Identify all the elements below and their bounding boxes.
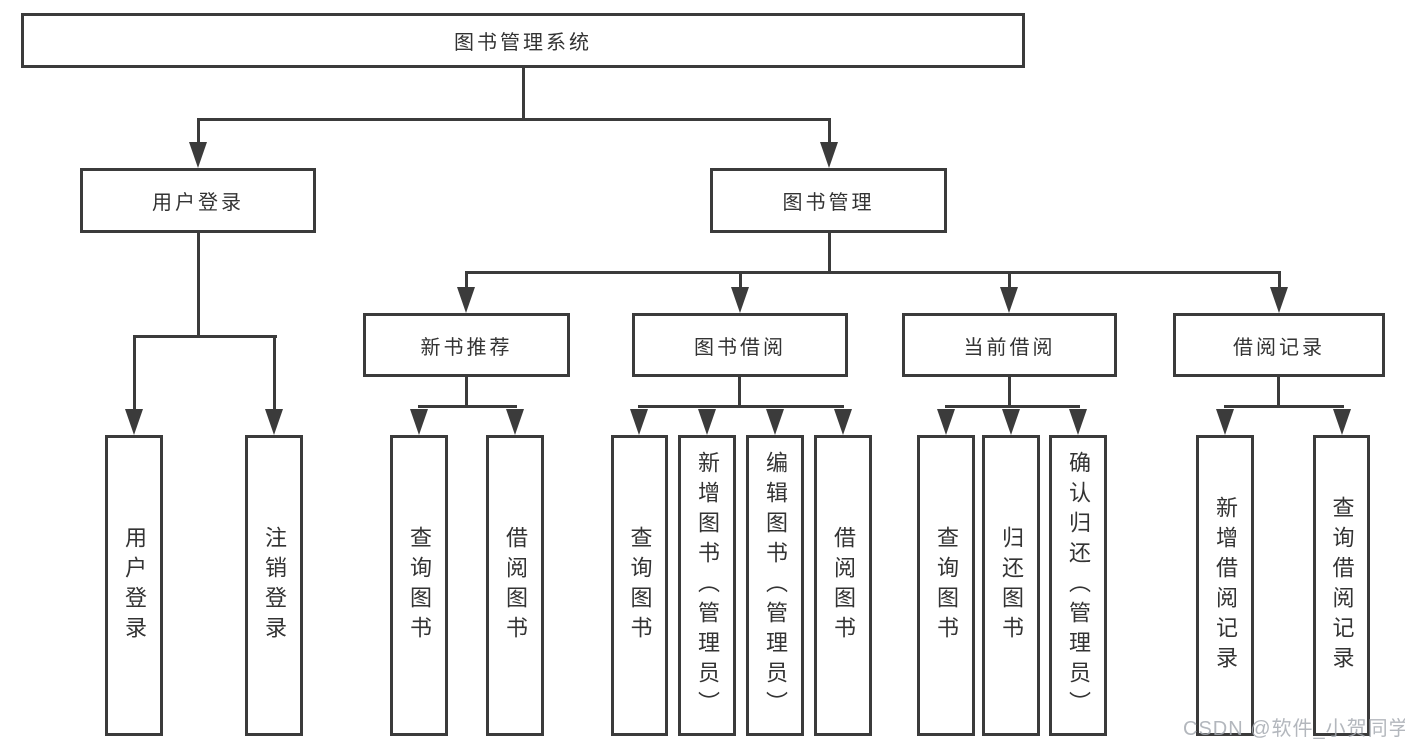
- edge-line: [197, 233, 200, 338]
- arrow-down: [1333, 409, 1351, 435]
- arrow-down: [1000, 287, 1018, 313]
- arrow-down: [506, 409, 524, 435]
- node-root-label: 图书管理系统: [454, 32, 592, 54]
- leaf-logout-label: 注销登录: [262, 525, 287, 646]
- arrow-down: [1270, 287, 1288, 313]
- leaf-confirm-return-admin: 确认归还（管理员）: [1049, 435, 1107, 736]
- leaf-query-books-label: 查询图书: [934, 525, 959, 646]
- arrow-down: [630, 409, 648, 435]
- arrow-down: [937, 409, 955, 435]
- leaf-query-books: 查询图书: [917, 435, 975, 736]
- edge-line: [465, 377, 468, 408]
- node-book-borrowing-label: 图书借阅: [694, 336, 786, 359]
- edge-line: [738, 377, 741, 408]
- arrow-down: [731, 287, 749, 313]
- edge-line: [465, 271, 468, 291]
- edge-line: [1277, 377, 1280, 408]
- arrow-down: [820, 142, 838, 168]
- node-user-login: 用户登录: [80, 168, 316, 233]
- leaf-query-books-label: 查询图书: [627, 525, 653, 646]
- leaf-return-books: 归还图书: [982, 435, 1040, 736]
- arrow-down: [1002, 409, 1020, 435]
- node-book-management-label: 图书管理: [782, 192, 875, 214]
- node-new-book-recommend: 新书推荐: [363, 313, 570, 377]
- edge-line: [133, 335, 136, 413]
- arrow-down: [1069, 409, 1087, 435]
- node-borrowing-records-label: 借阅记录: [1233, 336, 1325, 359]
- node-current-borrowing: 当前借阅: [902, 313, 1117, 377]
- edge-line: [739, 271, 742, 291]
- leaf-borrow-books-label: 借阅图书: [503, 525, 528, 646]
- node-borrowing-records: 借阅记录: [1173, 313, 1385, 377]
- leaf-borrow-books-label: 借阅图书: [831, 525, 856, 646]
- edge-line: [945, 405, 1080, 408]
- leaf-user-login-label: 用户登录: [122, 525, 147, 646]
- arrow-down: [1216, 409, 1234, 435]
- edge-line: [1008, 377, 1011, 408]
- leaf-add-borrow-record: 新增借阅记录: [1196, 435, 1254, 736]
- edge-line: [1224, 405, 1344, 408]
- arrow-down: [457, 287, 475, 313]
- node-user-login-label: 用户登录: [152, 192, 244, 214]
- edge-line: [418, 405, 517, 408]
- leaf-query-books: 查询图书: [390, 435, 448, 736]
- edge-line: [133, 335, 277, 338]
- node-new-book-recommend-label: 新书推荐: [420, 336, 513, 359]
- arrow-down: [698, 409, 716, 435]
- edge-line: [197, 118, 831, 121]
- leaf-add-books-admin: 新增图书（管理员）: [678, 435, 736, 736]
- leaf-query-books-label: 查询图书: [407, 525, 432, 646]
- edge-line: [638, 405, 844, 408]
- arrow-down: [125, 409, 143, 435]
- leaf-edit-books-admin-label: 编辑图书（管理员）: [763, 450, 788, 721]
- edge-line: [273, 335, 276, 413]
- leaf-query-borrow-record-label: 查询借阅记录: [1329, 495, 1355, 676]
- edge-line: [828, 118, 831, 146]
- leaf-return-books-label: 归还图书: [999, 525, 1024, 646]
- edge-line: [522, 68, 525, 120]
- leaf-logout: 注销登录: [245, 435, 303, 736]
- arrow-down: [265, 409, 283, 435]
- edge-line: [465, 271, 1281, 274]
- node-book-management: 图书管理: [710, 168, 947, 233]
- arrow-down: [834, 409, 852, 435]
- node-current-borrowing-label: 当前借阅: [963, 336, 1056, 359]
- edge-line: [197, 118, 200, 146]
- leaf-query-borrow-record: 查询借阅记录: [1313, 435, 1370, 736]
- arrow-down: [766, 409, 784, 435]
- edge-line: [1008, 271, 1011, 291]
- leaf-user-login: 用户登录: [105, 435, 163, 736]
- node-book-borrowing: 图书借阅: [632, 313, 848, 377]
- csdn-watermark: CSDN @软件_小贺同学: [1183, 718, 1405, 740]
- edge-line: [1278, 271, 1281, 291]
- leaf-query-books: 查询图书: [611, 435, 668, 736]
- arrow-down: [189, 142, 207, 168]
- leaf-add-books-admin-label: 新增图书（管理员）: [695, 450, 720, 721]
- leaf-add-borrow-record-label: 新增借阅记录: [1213, 495, 1238, 676]
- leaf-edit-books-admin: 编辑图书（管理员）: [746, 435, 804, 736]
- leaf-confirm-return-admin-label: 确认归还（管理员）: [1066, 450, 1091, 721]
- edge-line: [828, 233, 831, 274]
- leaf-borrow-books: 借阅图书: [486, 435, 544, 736]
- arrow-down: [410, 409, 428, 435]
- leaf-borrow-books: 借阅图书: [814, 435, 872, 736]
- node-root: 图书管理系统: [21, 13, 1025, 68]
